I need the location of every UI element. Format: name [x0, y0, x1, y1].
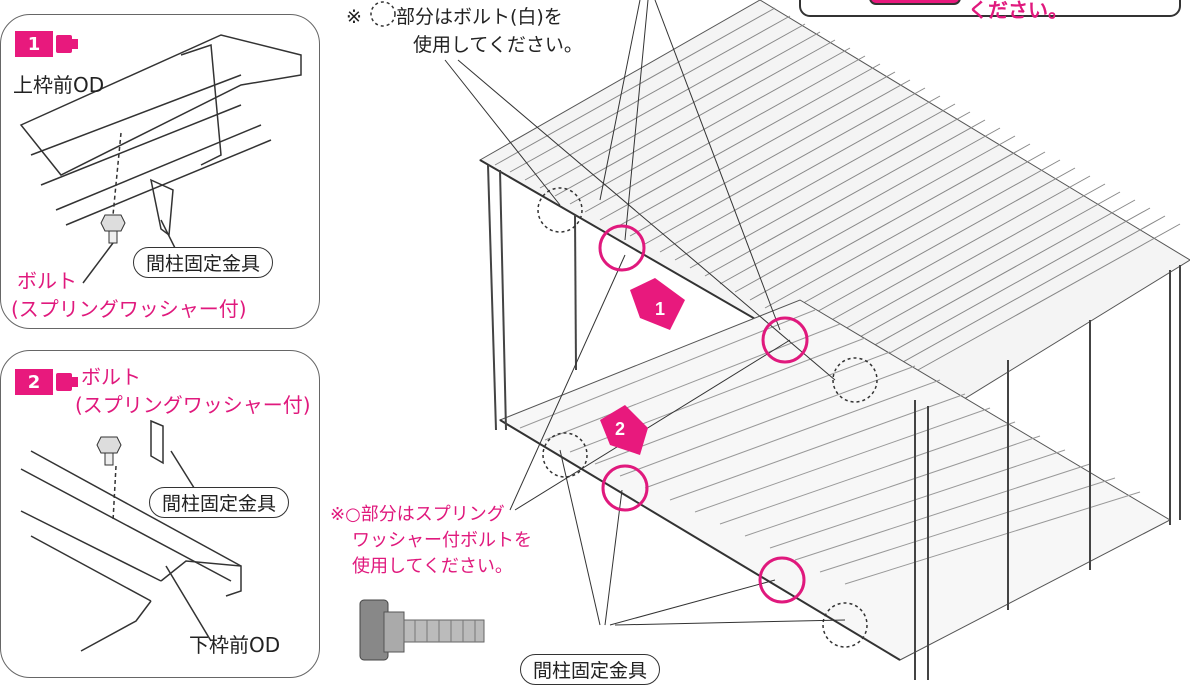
bracket-label-1: 間柱固定金具 [133, 247, 274, 278]
spring-note-line1: ※○部分はスプリング [330, 504, 505, 525]
bolt-circles-pink [598, 224, 809, 604]
bolt-label-2: ボルト [81, 365, 141, 389]
camera-marker-1: 1 [630, 278, 685, 330]
spring-note-line2: ワッシャー付ボルトを [352, 530, 532, 551]
bolt-icon-2 [96, 436, 122, 466]
step-1-number: 1 [15, 31, 53, 57]
step-2-number: 2 [15, 369, 53, 395]
svg-text:1: 1 [655, 299, 665, 319]
bolt-sub-label-1: (スプリングワッシャー付) [11, 297, 247, 321]
step-1-badge: 1 [15, 31, 78, 57]
step-2-badge: 2 [15, 369, 78, 395]
note-line1-text: 部分はボルト(白)を [395, 6, 563, 28]
lower-frame-drawing [20, 419, 242, 652]
bolt-sub-label-2: (スプリングワッシャー付) [75, 393, 311, 417]
bracket-label-bottom: 間柱固定金具 [520, 654, 661, 685]
bracket-label-2: 間柱固定金具 [149, 487, 290, 518]
callout-text: ください。 [968, 0, 1068, 22]
step-1-panel: 1 上枠前OD 間柱固定金具 ボルト (スプリングワッシャー付) [0, 14, 320, 329]
posts [487, 164, 1181, 680]
spring-note-line3: 使用してください。 [352, 556, 513, 577]
upper-frame-label: 上枠前OD [13, 73, 105, 97]
camera-marker-2: 2 [600, 405, 648, 455]
step-2-panel: 2 ボルト (スプリングワッシャー付) 間柱固定金具 下枠前OD [0, 350, 320, 678]
svg-text:2: 2 [615, 419, 625, 439]
bolt-icon [100, 214, 126, 244]
white-bolt-note-line1: ※ 部分はボルト(白)を [346, 2, 563, 29]
leader-lines [444, 0, 846, 626]
note-mark: ※ [346, 6, 362, 28]
white-bolt-note-line2: 使用してください。 [413, 34, 583, 56]
lower-frame-label: 下枠前OD [189, 633, 281, 657]
bolt-label-1: ボルト [17, 269, 77, 293]
bolt-circles-white [370, 1, 878, 648]
upper-frame-drawing [19, 34, 302, 284]
spring-washer-bolt-photo [359, 599, 485, 661]
